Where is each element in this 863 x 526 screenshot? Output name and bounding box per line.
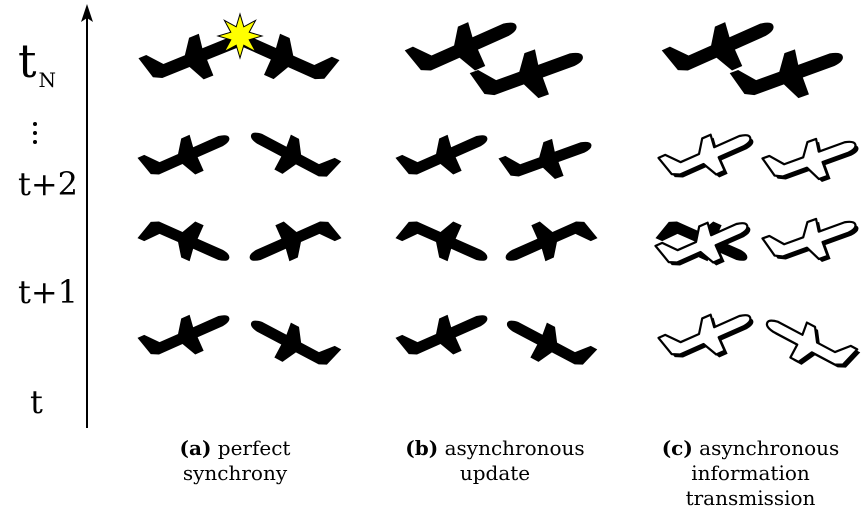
airplane-icon <box>506 320 598 365</box>
airplane-icon <box>761 137 857 181</box>
caption-a-line-2: synchrony <box>182 461 288 485</box>
airplane-icon <box>761 217 857 261</box>
airplane-icon <box>657 133 752 176</box>
airplane-icon <box>498 138 592 180</box>
caption-c-line-2: information <box>691 461 810 485</box>
airplane-icon <box>138 33 244 80</box>
airplane-icon <box>395 314 488 355</box>
caption-a-label: (a) <box>179 436 212 460</box>
airplane-icon <box>661 22 774 71</box>
time-label-t-plus-1: t+1 <box>18 273 79 311</box>
airplane-icon <box>505 221 598 262</box>
airplane-icon <box>137 314 230 355</box>
airplane-icon <box>137 134 230 175</box>
airplane-icon <box>250 132 342 177</box>
airplane-icon <box>469 49 583 99</box>
caption-c-line-1: asynchronous <box>699 436 840 460</box>
caption-c: (c) asynchronous information transmissio… <box>638 436 863 511</box>
time-ellipsis <box>33 122 39 149</box>
airplane-icon <box>657 313 752 356</box>
airplane-icon <box>765 319 859 366</box>
airplane-icon <box>654 221 749 264</box>
caption-a-line-1: perfect <box>217 436 291 460</box>
airplane-icon <box>395 134 488 175</box>
time-label-t: t <box>30 383 43 421</box>
time-arrow-icon <box>81 4 93 22</box>
time-label-t-plus-2: t+2 <box>18 165 79 203</box>
caption-b: (b) asynchronous update <box>380 436 610 486</box>
airplane-icon <box>404 22 517 71</box>
caption-b-label: (b) <box>405 436 439 460</box>
caption-b-line-2: update <box>459 461 531 485</box>
airplane-icon <box>234 33 340 80</box>
caption-a: (a) perfect synchrony <box>130 436 340 486</box>
airplane-icon <box>250 320 342 365</box>
collision-star-icon <box>216 12 264 60</box>
caption-b-line-1: asynchronous <box>444 436 585 460</box>
airplane-icon <box>729 49 843 99</box>
caption-c-label: (c) <box>661 436 693 460</box>
airplane-icon <box>249 221 342 262</box>
airplane-icon <box>137 221 230 262</box>
time-label-tN-subscript: N <box>38 68 57 92</box>
airplane-icon <box>395 221 488 262</box>
caption-c-line-3: transmission <box>685 486 816 510</box>
